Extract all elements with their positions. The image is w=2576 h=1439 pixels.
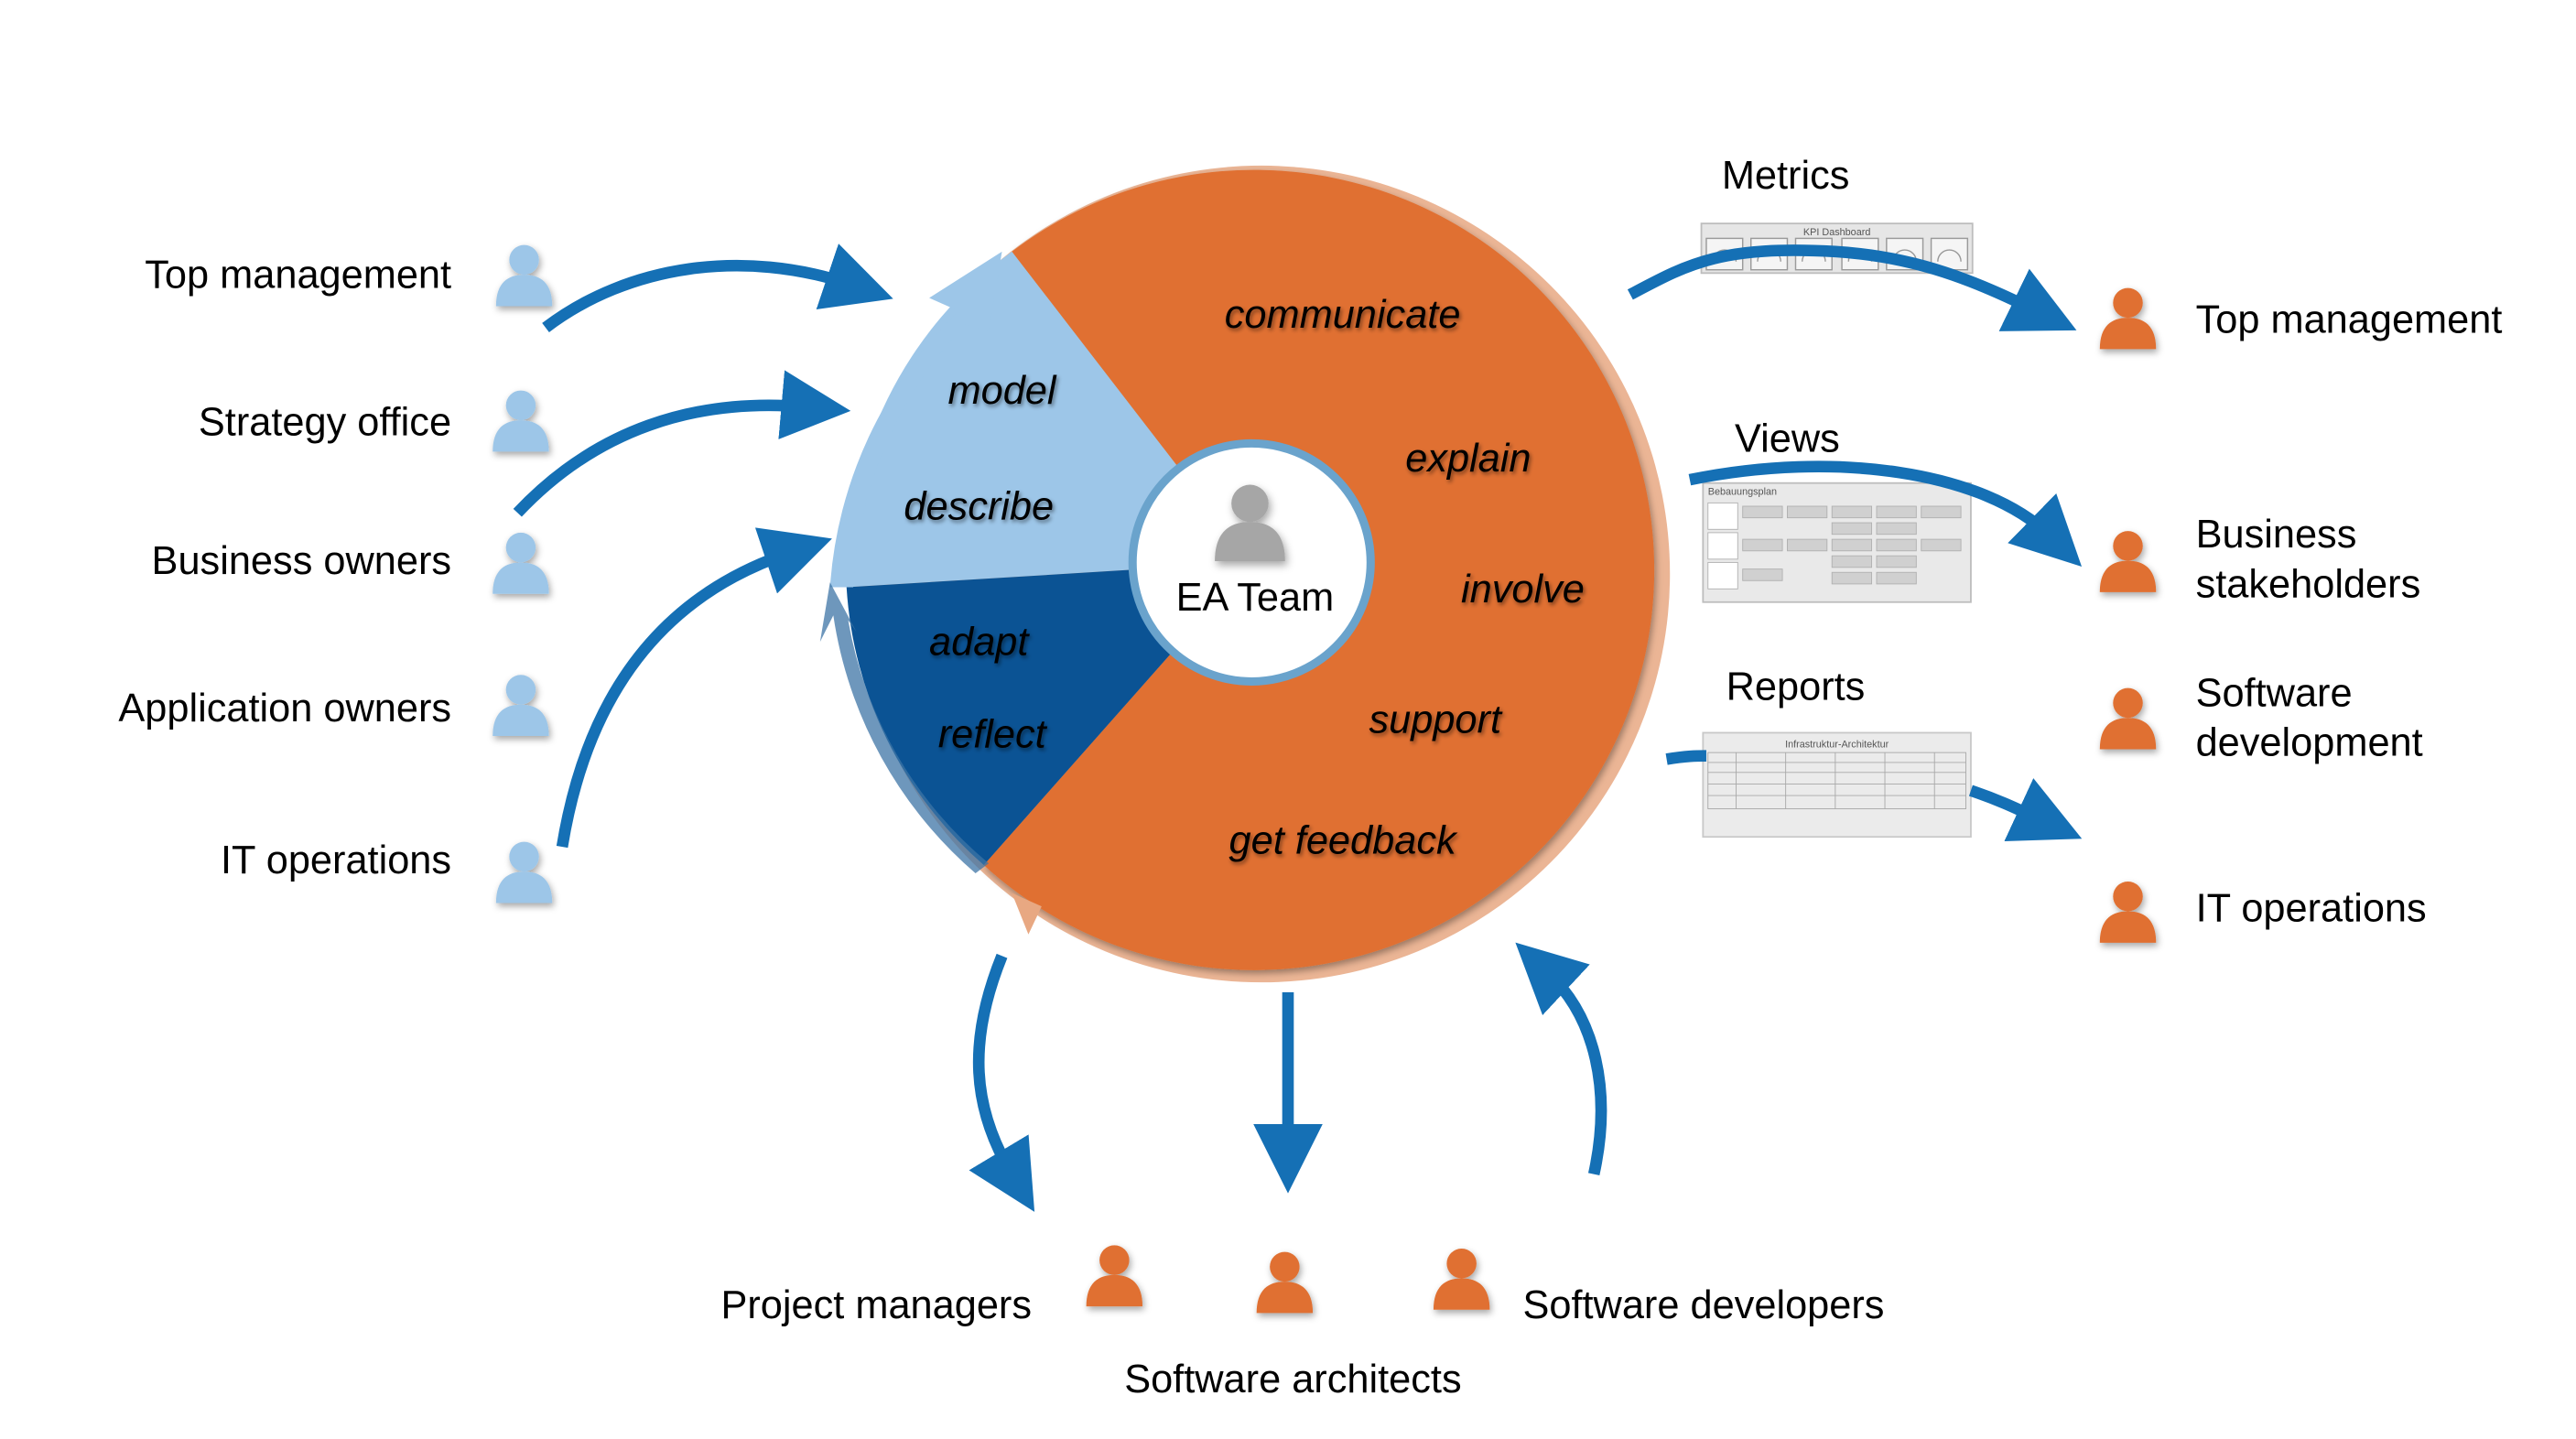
label: Top management [2196, 298, 2503, 341]
arrow-strategy-office-in [513, 370, 851, 517]
orange-cycle-arrow [1012, 893, 1042, 935]
arrow-metrics-out [1627, 244, 2077, 331]
arrow-views-out [1688, 460, 2083, 568]
label: Software architects [1124, 1358, 1461, 1401]
right-stakeholders: Top management Business stakeholders Sof… [2099, 287, 2503, 943]
artifact-label-reports: Reports [1726, 665, 1866, 709]
person-icon [492, 532, 549, 594]
arrow-reports-out [1665, 750, 2042, 820]
arrow-it-operations-in [556, 527, 832, 849]
person-icon [1086, 1245, 1143, 1307]
bottom-stakeholders: Project managers Software architects Sof… [720, 1245, 1884, 1401]
right-stakeholder-software-development: Software development [2099, 672, 2423, 765]
reports-thumbnail: Infrastruktur-Architektur [1702, 731, 1972, 839]
verb-describe: describe [904, 484, 1054, 528]
bottom-stakeholder-project-managers: Project managers [720, 1245, 1143, 1327]
person-icon [1256, 1251, 1314, 1314]
label: Project managers [720, 1283, 1032, 1327]
right-arrows [1627, 244, 2083, 820]
person-icon [492, 675, 549, 737]
person-icon [495, 841, 553, 903]
label: Business owners [152, 539, 452, 583]
lifecycle-wheel: EA Team model describe adapt reflect com… [819, 165, 1671, 983]
thumbnail-title: Bebauungsplan [1708, 486, 1777, 497]
light-blue-cycle-arrow [829, 251, 1002, 588]
center-circle [1128, 438, 1375, 686]
bottom-stakeholder-software-architects: Software architects [1124, 1251, 1462, 1401]
label: Top management [145, 254, 451, 298]
verb-support: support [1369, 698, 1502, 741]
label-line-2: stakeholders [2196, 562, 2421, 606]
person-icon [2099, 531, 2157, 592]
thumbnail-title: KPI Dashboard [1803, 227, 1870, 238]
label: Application owners [118, 687, 451, 730]
left-stakeholder-it-operations: IT operations [221, 839, 553, 903]
right-stakeholder-it-operations: IT operations [2099, 882, 2427, 943]
center-label: EA Team [1176, 576, 1335, 620]
left-stakeholders: Top management Strategy office Business … [118, 244, 553, 903]
bottom-arrows [969, 942, 1607, 1212]
label-line-2: development [2196, 721, 2423, 765]
verb-reflect: reflect [938, 713, 1048, 757]
label-line-1: Software [2196, 672, 2353, 716]
person-icon [1433, 1248, 1490, 1310]
label: Software developers [1522, 1283, 1884, 1327]
dark-blue-cycle-arrow [819, 582, 990, 873]
right-stakeholder-business-stakeholders: Business stakeholders [2099, 513, 2421, 606]
label: IT operations [2196, 886, 2427, 930]
left-arrows [513, 243, 893, 849]
label-line-1: Business [2196, 513, 2357, 557]
artifact-label-metrics: Metrics [1722, 154, 1850, 198]
verb-involve: involve [1461, 568, 1585, 611]
person-icon [495, 244, 553, 307]
dark-blue-segment [846, 562, 1252, 865]
bottom-stakeholder-software-developers: Software developers [1433, 1248, 1884, 1327]
person-icon [2099, 687, 2157, 750]
thumbnail-title: Infrastruktur-Architektur [1785, 740, 1889, 751]
left-stakeholder-top-management: Top management [145, 244, 553, 307]
label: IT operations [221, 839, 451, 882]
person-icon [2099, 287, 2157, 350]
left-stakeholder-business-owners: Business owners [152, 532, 549, 594]
left-stakeholder-application-owners: Application owners [118, 675, 549, 737]
right-stakeholder-top-management: Top management [2099, 287, 2503, 350]
verb-communicate: communicate [1225, 293, 1461, 337]
person-icon [2099, 882, 2157, 943]
arrow-project-managers-out [969, 953, 1035, 1212]
person-icon [492, 390, 549, 452]
left-stakeholder-strategy-office: Strategy office [199, 390, 549, 452]
arrow-top-management-in [542, 243, 893, 332]
artifact-label-views: Views [1735, 417, 1840, 460]
arrow-software-developers-in [1515, 942, 1607, 1176]
views-thumbnail: Bebauungsplan [1702, 481, 1972, 603]
verb-explain: explain [1405, 437, 1531, 481]
verb-adapt: adapt [929, 621, 1030, 665]
verb-model: model [948, 369, 1057, 413]
verb-get-feedback: get feedback [1229, 818, 1458, 862]
label: Strategy office [199, 400, 451, 444]
